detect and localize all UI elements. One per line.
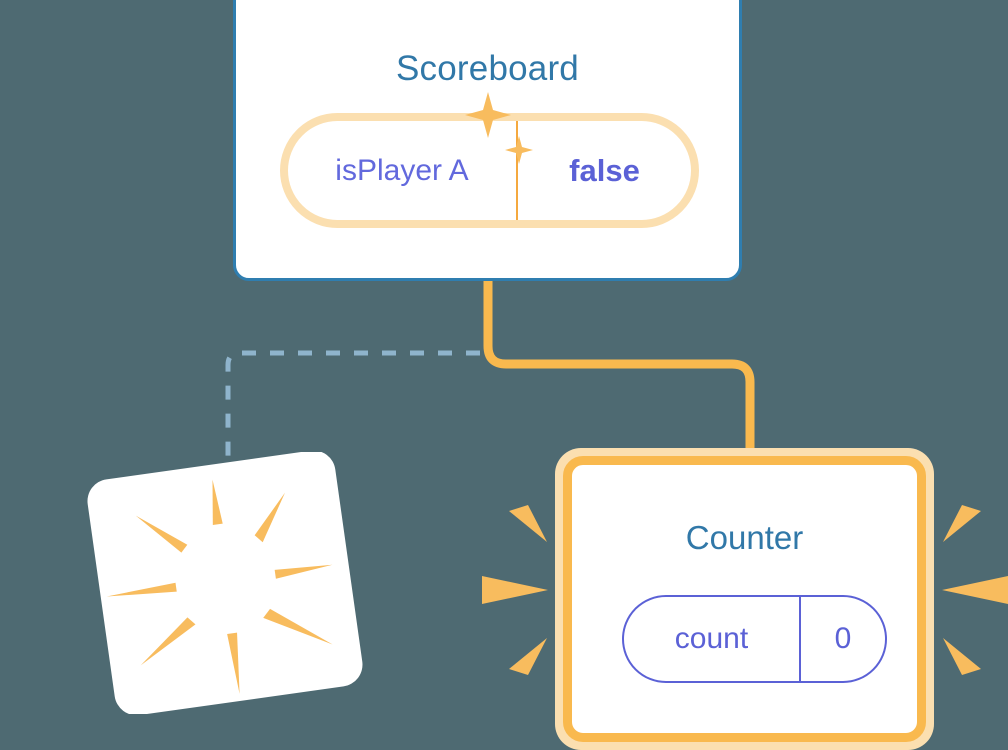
scoreboard-card[interactable]: Scoreboard isPlayer A false [233, 0, 742, 281]
scoreboard-state-value: false [569, 152, 640, 188]
counter-state-key: count [674, 622, 749, 655]
scoreboard-title: Scoreboard [396, 49, 579, 88]
counter-state-pill[interactable]: count 0 [622, 595, 887, 683]
scoreboard-pill-row: isPlayer A false [288, 121, 691, 220]
scoreboard-pill-divider [516, 121, 518, 220]
counter-state-value: 0 [834, 622, 852, 655]
scoreboard-pill-inner-ring: isPlayer A false [288, 121, 691, 220]
counter-card-inner: Counter count 0 [563, 456, 926, 742]
counter-title: Counter [685, 519, 804, 556]
scoreboard-state-key: isPlayer A [335, 153, 469, 187]
scoreboard-state-pill[interactable]: isPlayer A false [280, 113, 699, 228]
counter-pill-divider [799, 597, 801, 681]
connector-solid-path [483, 281, 755, 462]
connector-dashed-path [225, 350, 480, 475]
placeholder-card-body [87, 452, 363, 714]
counter-card[interactable]: Counter count 0 [555, 448, 934, 750]
placeholder-card[interactable] [84, 452, 364, 714]
placeholder-burst-rays [106, 479, 333, 694]
